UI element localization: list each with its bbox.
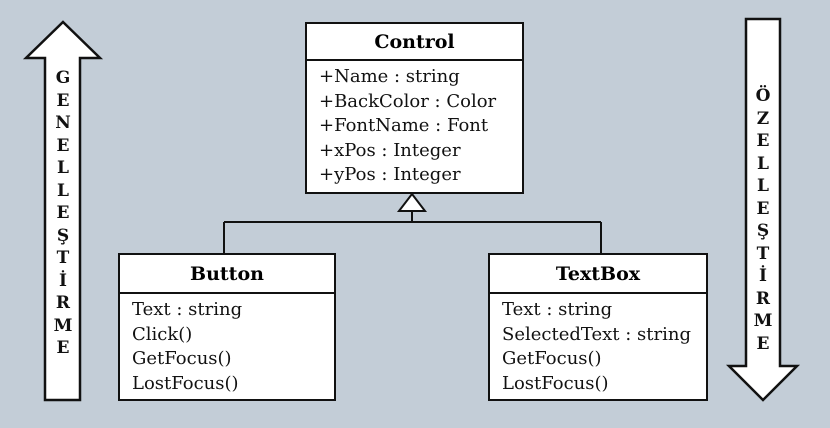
up-arrow-letter: İ: [59, 270, 67, 291]
up-arrow-letter: E: [56, 135, 70, 156]
class-textbox-member: LostFocus(): [502, 372, 609, 394]
down-arrow-letter: T: [756, 243, 770, 264]
class-button-member: LostFocus(): [132, 372, 239, 394]
down-arrow-letter: İ: [759, 266, 767, 286]
up-arrow-letter: E: [56, 203, 70, 223]
class-button-member: GetFocus(): [132, 348, 232, 369]
class-textbox-member: SelectedText : string: [502, 323, 691, 345]
down-arrow-letter: R: [755, 288, 771, 309]
class-control-member: +Name : string: [319, 66, 460, 87]
down-arrow-letter: L: [757, 153, 769, 174]
class-button-member: Text : string: [132, 299, 243, 320]
class-control-name: Control: [307, 24, 522, 61]
up-arrow-letter: M: [53, 315, 73, 336]
down-arrow-letter: L: [757, 176, 769, 196]
down-arrow-letter: Z: [756, 108, 770, 129]
down-arrow-letter: E: [756, 333, 770, 354]
up-arrow-letter: E: [56, 90, 70, 111]
down-arrow-letter: Ş: [756, 221, 770, 241]
up-arrow-letter: Ş: [56, 225, 70, 246]
class-control-member: +BackColor : Color: [319, 90, 497, 112]
up-arrow-letter: R: [55, 293, 71, 313]
down-arrow-letter: E: [756, 198, 770, 219]
class-control-member: +FontName : Font: [319, 115, 489, 136]
class-textbox-member: Text : string: [502, 299, 613, 320]
class-control-member: +yPos : Integer: [319, 164, 461, 185]
up-arrow-letter: N: [55, 113, 71, 133]
inheritance-triangle: [396, 192, 428, 212]
class-textbox-name: TextBox: [490, 255, 706, 294]
up-arrow-letter: L: [57, 158, 69, 178]
down-arrow-letter: M: [753, 311, 773, 331]
down-arrow-letter: E: [756, 131, 770, 151]
up-arrow-letter: L: [57, 180, 69, 201]
class-button-name: Button: [120, 255, 334, 294]
class-control-members: +Name : string +BackColor : Color +FontNam…: [307, 61, 522, 188]
class-textbox-member: GetFocus(): [502, 348, 602, 369]
up-arrow-letter: G: [55, 68, 71, 88]
class-control-member: +xPos : Integer: [319, 139, 461, 161]
down-arrow-shape: [725, 17, 801, 402]
class-button-member: Click(): [132, 323, 193, 345]
up-arrow-shape: [22, 20, 104, 402]
down-arrow-letter: Ö: [755, 86, 771, 106]
up-arrow-letter: T: [56, 248, 70, 268]
class-control: Control +Name : string +BackColor : Color…: [305, 22, 524, 194]
up-arrow-letter: E: [56, 338, 70, 358]
